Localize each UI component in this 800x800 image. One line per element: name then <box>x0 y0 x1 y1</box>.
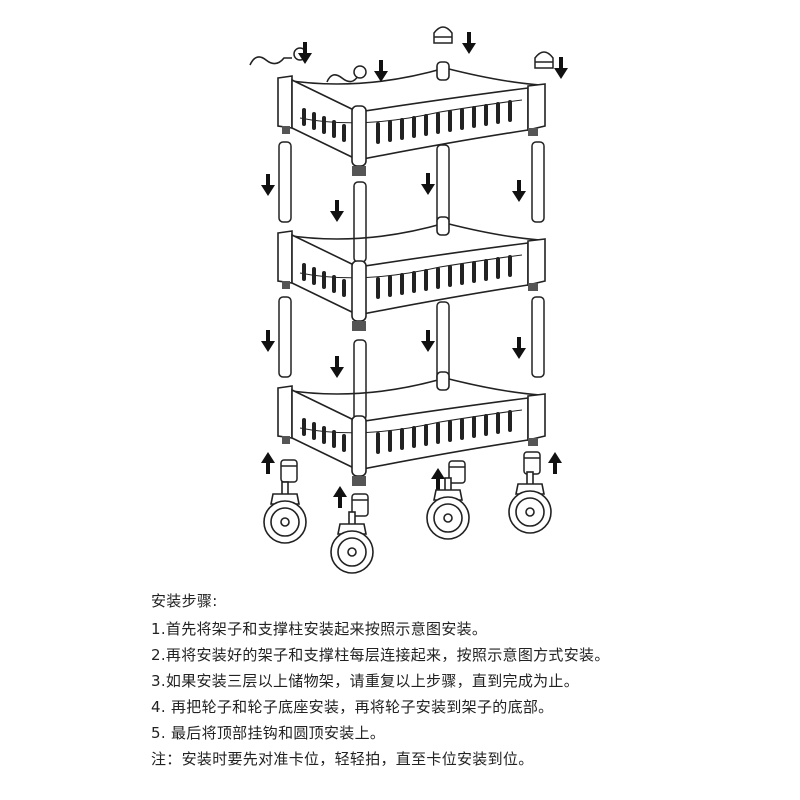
up-arrow-icon <box>548 452 562 474</box>
support-pole <box>278 141 292 223</box>
caster-wheel <box>508 471 552 534</box>
support-pole <box>436 301 450 383</box>
top-cap <box>534 51 554 69</box>
shelf-basket-tier-1 <box>277 61 546 177</box>
support-pole <box>353 181 367 263</box>
down-arrow-icon <box>512 337 526 359</box>
down-arrow-icon <box>421 330 435 352</box>
hook-right-ball <box>353 65 367 79</box>
support-pole <box>436 144 450 226</box>
top-cap <box>433 26 453 44</box>
up-arrow-icon <box>261 452 275 474</box>
down-arrow-icon <box>330 356 344 378</box>
support-pole <box>531 141 545 223</box>
shelf-basket-tier-3 <box>277 371 546 487</box>
down-arrow-icon <box>554 57 568 79</box>
down-arrow-icon <box>512 180 526 202</box>
support-pole <box>353 339 367 421</box>
caster-wheel <box>330 511 374 574</box>
wheel-socket <box>523 451 541 475</box>
hook-left <box>249 56 292 66</box>
down-arrow-icon <box>374 60 388 82</box>
caster-wheel <box>426 477 470 540</box>
down-arrow-icon <box>261 174 275 196</box>
wheel-socket <box>280 459 298 483</box>
caster-wheel <box>263 481 307 544</box>
instruction-step: 3.如果安装三层以上储物架，请重复以上步骤，直到完成为止。 <box>151 672 580 690</box>
instructions-heading: 安装步骤: <box>151 592 218 610</box>
instruction-step: 1.首先将架子和支撑柱安装起来按照示意图安装。 <box>151 620 488 638</box>
instruction-note: 注：安装时要先对准卡位，轻轻拍，直至卡位安装到位。 <box>151 750 534 768</box>
support-pole <box>531 296 545 378</box>
instruction-step: 4. 再把轮子和轮子底座安装，再将轮子安装到架子的底部。 <box>151 698 554 716</box>
down-arrow-icon <box>462 32 476 54</box>
instruction-step: 2.再将安装好的架子和支撑柱每层连接起来，按照示意图方式安装。 <box>151 646 610 664</box>
up-arrow-icon <box>431 468 445 490</box>
up-arrow-icon <box>333 486 347 508</box>
down-arrow-icon <box>421 173 435 195</box>
installation-instructions: 安装步骤: 1.首先将架子和支撑柱安装起来按照示意图安装。 2.再将安装好的架子… <box>151 590 771 774</box>
assembly-diagram <box>249 26 568 574</box>
instruction-step: 5. 最后将顶部挂钩和圆顶安装上。 <box>151 724 386 742</box>
down-arrow-icon <box>261 330 275 352</box>
support-pole <box>278 296 292 378</box>
down-arrow-icon <box>330 200 344 222</box>
hook-right <box>326 74 359 83</box>
shelf-basket-tier-2 <box>277 216 546 332</box>
